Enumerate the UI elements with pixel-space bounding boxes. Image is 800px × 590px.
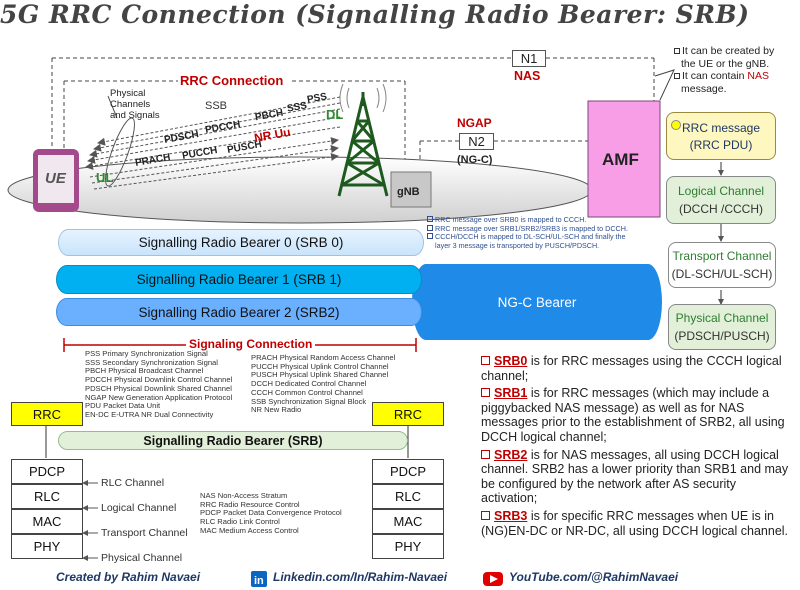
uplink-arrows [89,137,339,190]
downlink-arrows [85,96,341,170]
stack-ue-rlc: RLC [11,484,83,509]
flow-transport-channel: Transport Channel(DL-SCH/UL-SCH) [668,242,776,288]
dl-label: DL [326,107,344,122]
footer-youtube-link[interactable]: YouTube.com/@RahimNavaei [509,570,679,584]
n2-box: N2 [459,133,494,150]
youtube-icon [483,572,503,586]
stack-gnb-pdcp: PDCP [372,459,444,484]
coverage-ellipse [7,156,593,224]
ngap-label: NGAP [457,116,492,130]
srb3-desc: SRB3 is for specific RRC messages when U… [481,508,789,538]
ssb-label: SSB [205,100,228,112]
amf-notes-box: It can be created by the UE or the gNB. … [674,45,790,103]
srb2-desc: SRB2 is for NAS messages, all using DCCH… [481,447,789,506]
n1-box: N1 [512,50,546,67]
physical-channels-label: Physical Channels and Signals [110,88,160,121]
ue-label: UE [45,170,66,187]
linkedin-icon: in [251,571,267,587]
srb-bar: Signalling Radio Bearer (SRB) [58,431,408,450]
stack-gnb-mac: MAC [372,509,444,534]
flow-logical-channel: Logical Channel(DCCH /CCCH) [666,176,776,224]
label-logical-channel: Logical Channel [101,502,177,514]
signaling-connection-label: Signaling Connection [186,337,316,351]
antenna-tower-icon [337,92,389,197]
nas-label: NAS [514,69,541,83]
label-transport-channel: Transport Channel [101,527,188,539]
n2-dashed-link [419,140,588,180]
gnb-label: gNB [397,186,420,198]
flow-rrc-message: RRC message(RRC PDU) [666,112,776,160]
ngc-label: (NG-C) [457,154,493,166]
label-physical-channel: Physical Channel [101,552,183,564]
label-rlc-channel: RLC Channel [101,477,165,489]
stack-gnb-phy: PHY [372,534,444,559]
svg-text:in: in [254,575,264,587]
radio-waves-icon [339,83,387,113]
channels-bundle-ellipse [105,117,135,187]
ue-phone-icon [33,149,79,212]
flow-physical-channel: Physical Channel(PDSCH/PUSCH) [668,304,776,350]
srb1-bar: Signalling Radio Bearer 1 (SRB 1) [56,265,422,294]
ul-label: UL [96,170,114,185]
srb-mapping-notes: RRC message over SRB0 is mapped to CCCH.… [427,215,628,250]
footer-linkedin-link[interactable]: Linkedin.com/In/Rahim-Navaei [273,570,448,584]
srb2-bar: Signalling Radio Bearer 2 (SRB2) [56,298,422,326]
page-title: 5G RRC Connection (Signalling Radio Bear… [0,0,750,29]
stack-ue-phy: PHY [11,534,83,559]
stack-ue-pdcp: PDCP [11,459,83,484]
gnb-box [390,171,432,208]
srb0-desc: SRB0 is for RRC messages using the CCCH … [481,354,782,383]
amf-label: AMF [602,150,639,169]
rrc-message-dot [671,120,681,130]
srb-descriptions: SRB0 is for RRC messages using the CCCH … [481,354,793,538]
stack-ue-mac: MAC [11,509,83,534]
stack-gnb-rlc: RLC [372,484,444,509]
rrc-box-ue: RRC [11,402,83,426]
footer-created-by: Created by Rahim Navaei [56,570,201,584]
amf-box [587,100,661,218]
rrc-connection-label: RRC Connection [180,73,284,88]
note-callout-pointer [654,69,675,101]
srb1-desc: SRB1 is for RRC messages (which may incl… [481,386,785,444]
n1-dashed-link [51,57,655,150]
stack-arrows [82,480,98,561]
rrc-box-gnb: RRC [372,402,444,426]
srb0-bar: Signalling Radio Bearer 0 (SRB 0) [58,229,424,256]
ngc-bearer-bar: NG-C Bearer [412,264,662,340]
